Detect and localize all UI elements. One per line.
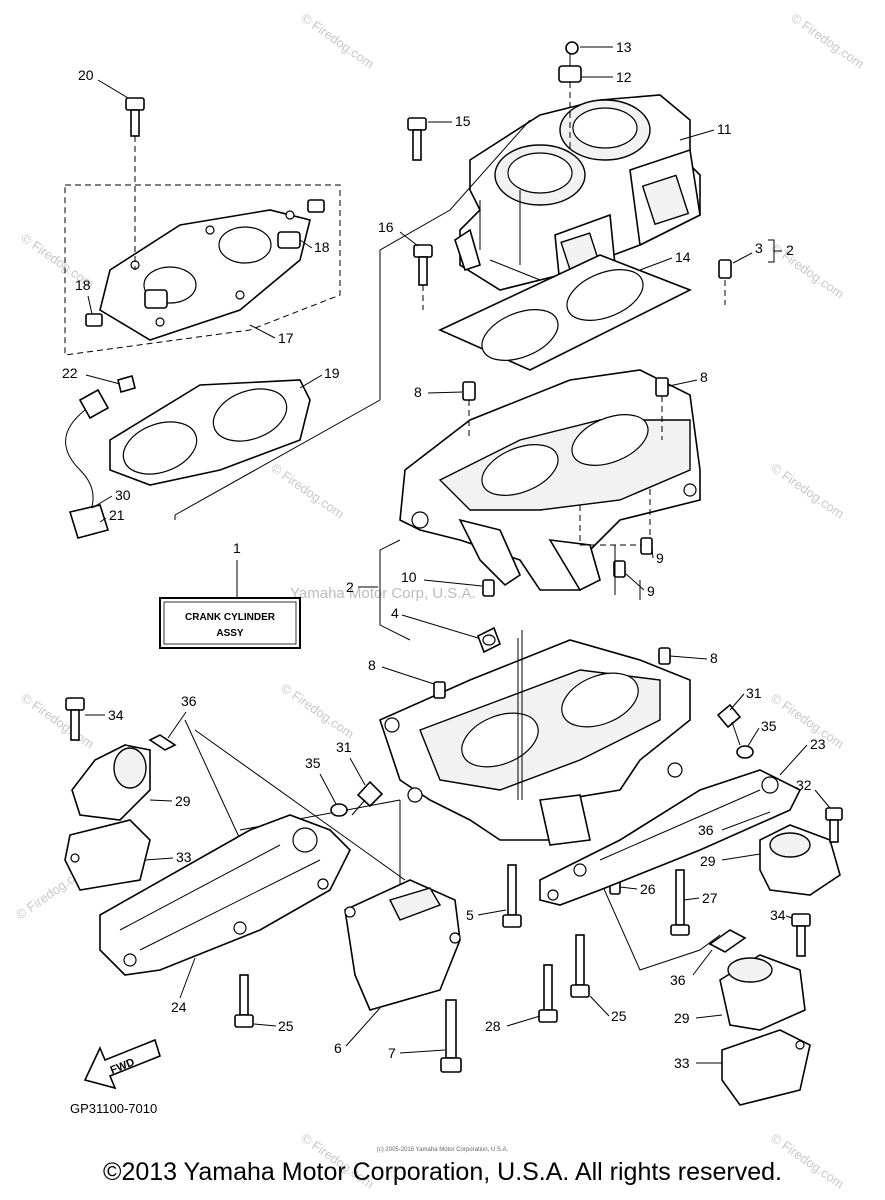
callout-28: 28 (485, 1018, 501, 1034)
washer-bolt-right (716, 703, 754, 759)
copyright-footer: ©2013 Yamaha Motor Corporation, U.S.A. A… (103, 1158, 782, 1186)
callout-26: 26 (640, 881, 656, 897)
watermark: © Firedog.com (768, 690, 847, 751)
callout-9-b: 9 (647, 583, 655, 599)
head-gasket-19 (109, 379, 311, 486)
callout-14: 14 (675, 249, 691, 265)
callout-29-right: 29 (700, 853, 716, 869)
callout-2-top: 2 (786, 242, 794, 258)
callout-25-left: 25 (278, 1018, 294, 1034)
bolt-20 (125, 97, 145, 270)
left-engine-mount (64, 697, 177, 891)
watermark: © Firedog.com (278, 680, 357, 741)
callout-29-left: 29 (175, 793, 191, 809)
callout-33-bottom: 33 (674, 1055, 690, 1071)
callout-32: 32 (796, 777, 812, 793)
leader-lines (174, 119, 721, 971)
center-watermark: Yamaha Motor Corp, U.S.A. (290, 585, 476, 602)
callout-8-d: 8 (710, 650, 718, 666)
bolt-7 (440, 999, 462, 1073)
callout-19: 19 (324, 365, 340, 381)
lower-crankcase (379, 639, 691, 846)
hose-assembly (65, 375, 136, 539)
callout-18-left: 18 (75, 277, 91, 293)
callout-5: 5 (466, 907, 474, 923)
callout-18-right: 18 (314, 239, 330, 255)
watermark: © Firedog.com (768, 240, 847, 301)
callout-8-b: 8 (700, 369, 708, 385)
washer-bolt-left (330, 780, 384, 817)
callout-1: 1 (233, 540, 241, 556)
callout-17: 17 (278, 330, 294, 346)
callout-3: 3 (755, 240, 763, 256)
assy-label-box: CRANK CYLINDER ASSY (159, 560, 301, 649)
callout-35-left: 35 (305, 755, 321, 771)
watermark: © Firedog.com (788, 10, 867, 71)
fwd-arrow: FWD (83, 1038, 161, 1090)
callout-11: 11 (717, 121, 732, 137)
callout-31-left: 31 (336, 739, 352, 755)
callout-9-a: 9 (656, 550, 664, 566)
upper-crankcase (399, 369, 701, 592)
callout-8-c: 8 (368, 657, 376, 673)
callout-29-bottom: 29 (674, 1010, 690, 1026)
oil-pan-6 (344, 879, 461, 1011)
tiny-caption: (c) 2005-2016 Yamaha Motor Corporation, … (376, 1147, 509, 1153)
callout-12: 12 (616, 69, 632, 85)
stud-3 (718, 259, 732, 305)
engine-bed-23 (539, 769, 802, 906)
callout-4: 4 (391, 605, 399, 621)
callouts: 13 12 11 15 16 14 3 2 20 18 18 17 22 19 … (62, 39, 831, 1071)
callout-7: 7 (388, 1045, 396, 1061)
callout-35-right: 35 (761, 718, 777, 734)
bushing-4 (476, 626, 502, 654)
bolt-25-left (234, 974, 254, 1028)
callout-8-a: 8 (414, 384, 422, 400)
callout-20: 20 (78, 67, 94, 83)
callout-25-right: 25 (611, 1008, 627, 1024)
callout-22: 22 (62, 365, 78, 381)
callout-30: 30 (115, 487, 131, 503)
watermark: © Firedog.com (268, 460, 347, 521)
bolt-15 (407, 117, 427, 161)
callout-27: 27 (702, 890, 718, 906)
plug-18 (85, 199, 325, 327)
watermark: © Firedog.com (768, 460, 847, 521)
bolt-16 (413, 244, 433, 310)
right-mount-lower (719, 913, 811, 1106)
engine-bed-24 (99, 814, 351, 976)
bolt-25-right (570, 934, 590, 998)
right-mount-upper (759, 807, 843, 896)
bolt-28 (538, 964, 558, 1023)
callout-2-mid: 2 (346, 579, 354, 595)
cylinder-part (454, 94, 701, 291)
callout-36-bottom: 36 (670, 972, 686, 988)
callout-21: 21 (109, 507, 125, 523)
bolt-5 (502, 864, 522, 928)
callout-15: 15 (455, 113, 471, 129)
watermark: © Firedog.com (18, 690, 97, 751)
callout-34-right: 34 (770, 907, 786, 923)
drawing-code: GP31100-7010 (70, 1101, 157, 1116)
callout-36-left: 36 (181, 693, 197, 709)
callout-6: 6 (334, 1040, 342, 1056)
callout-16: 16 (378, 219, 394, 235)
callout-23: 23 (810, 736, 826, 752)
watermark: © Firedog.com (298, 10, 377, 71)
callout-31-right: 31 (746, 685, 762, 701)
cylinder-gasket (438, 254, 692, 371)
callout-34-left: 34 (108, 707, 124, 723)
dowel-pins-upper (462, 377, 669, 597)
bracket-36 (708, 929, 747, 953)
head-cover-group (64, 184, 341, 356)
assy-label-line2: ASSY (216, 628, 244, 639)
callout-24: 24 (171, 999, 187, 1015)
assy-label-line1: CRANK CYLINDER (185, 612, 276, 623)
callout-13: 13 (616, 39, 632, 55)
callout-33-left: 33 (176, 849, 192, 865)
callout-10: 10 (401, 569, 417, 585)
cylinder-cap-bolt (558, 41, 582, 150)
callout-36-right: 36 (698, 822, 714, 838)
